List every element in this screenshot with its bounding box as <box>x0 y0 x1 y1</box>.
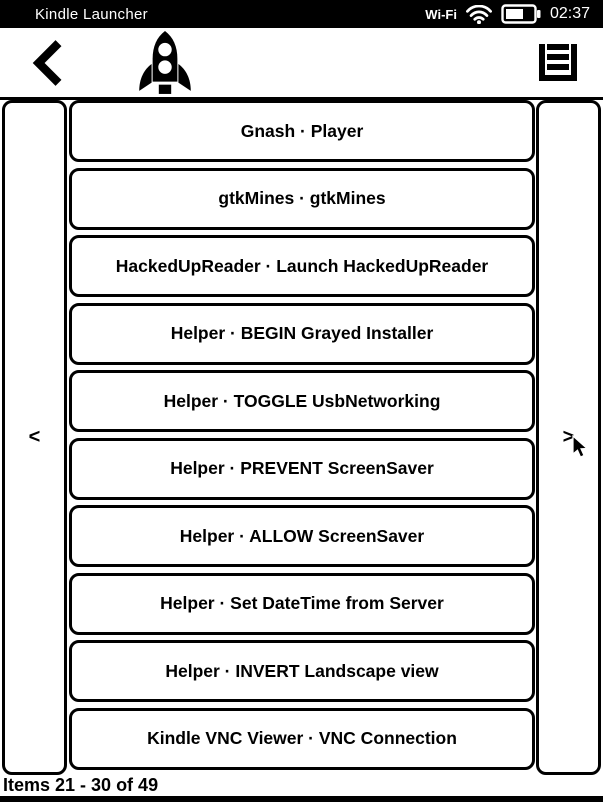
launcher-item-button[interactable]: Helper · Set DateTime from Server <box>69 572 535 635</box>
statusbar-title: Kindle Launcher <box>35 5 148 23</box>
items-range-status: Items 21 - 30 of 49 <box>3 775 159 795</box>
clock-time: 02:37 <box>549 5 590 22</box>
nav-bar <box>0 28 603 97</box>
launcher-item-button[interactable]: Helper · ALLOW ScreenSaver <box>69 505 535 567</box>
launcher-item-button[interactable]: HackedUpReader · Launch HackedUpReader <box>69 235 535 297</box>
launcher-list: Gnash · Player gtkMines · gtkMines Hacke… <box>69 100 535 775</box>
status-bar: Kindle Launcher Wi-Fi 02:37 <box>0 0 603 28</box>
menu-button[interactable] <box>539 44 577 81</box>
mouse-cursor-icon <box>572 435 589 458</box>
prev-page-button[interactable]: < <box>2 100 67 775</box>
launcher-item-button[interactable]: Gnash · Player <box>69 100 535 162</box>
rocket-logo-icon <box>139 31 191 94</box>
menu-bar-line <box>547 44 569 50</box>
wifi-icon <box>465 4 492 24</box>
launcher-item-button[interactable]: Helper · PREVENT ScreenSaver <box>69 437 535 500</box>
prev-page-label: < <box>28 426 41 448</box>
launcher-item-button[interactable]: Helper · BEGIN Grayed Installer <box>69 302 535 365</box>
menu-bar-line <box>547 64 569 70</box>
wifi-label: Wi-Fi <box>425 6 457 22</box>
menu-bar-line <box>547 54 569 60</box>
content-divider <box>0 97 603 100</box>
launcher-item-button[interactable]: Kindle VNC Viewer · VNC Connection <box>69 707 535 770</box>
launcher-item-button[interactable]: Helper · TOGGLE UsbNetworking <box>69 370 535 432</box>
next-page-label: > <box>562 426 575 448</box>
back-button[interactable] <box>31 40 63 86</box>
statusbar-indicators: Wi-Fi 02:37 <box>425 4 590 24</box>
launcher-item-button[interactable]: gtkMines · gtkMines <box>69 167 535 230</box>
launcher-item-button[interactable]: Helper · INVERT Landscape view <box>69 640 535 702</box>
bottom-bar <box>0 796 603 802</box>
next-page-button[interactable]: > <box>536 100 601 775</box>
battery-icon <box>501 4 541 24</box>
